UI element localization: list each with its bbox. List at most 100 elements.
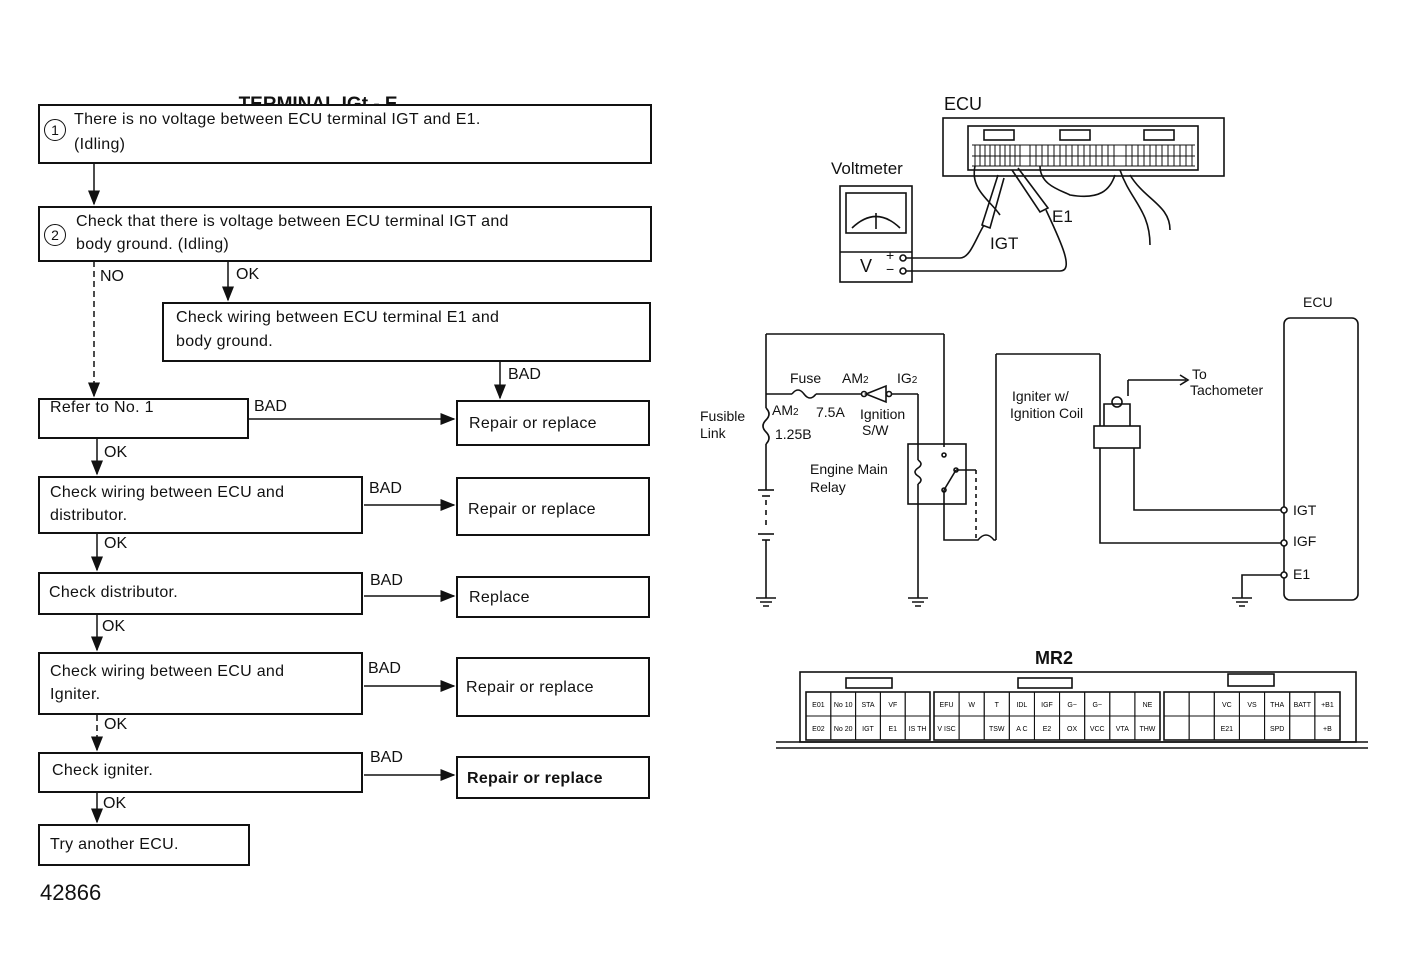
- connector-pin-label: TSW: [989, 726, 1005, 733]
- try-ecu-box: [38, 824, 250, 866]
- fusible-link-line1: Fusible: [700, 408, 746, 424]
- e1-lead: [906, 209, 1068, 272]
- connector-pin-label: IDL: [1016, 702, 1027, 709]
- connector-pin-label: E01: [812, 702, 825, 709]
- am2-label: AM2: [842, 370, 869, 386]
- connector-pin-cell: [1188, 715, 1215, 741]
- step-1-number-icon: 1: [44, 119, 66, 141]
- igt-lead: [906, 224, 985, 259]
- fuse-symbol: [791, 389, 817, 399]
- ok-label-refer: OK: [104, 444, 128, 461]
- replace-text: Replace: [469, 589, 530, 606]
- ok-label-step2: OK: [236, 266, 260, 283]
- voltmeter-minus: −: [886, 261, 895, 277]
- connector-pin-cell: [1289, 715, 1316, 741]
- bad-label-refer: BAD: [254, 398, 287, 415]
- bad-label-igniter-wiring: BAD: [368, 660, 401, 677]
- repair-box-4: [456, 756, 650, 799]
- ecu-connector-3: [1143, 129, 1175, 141]
- connector-pin-cell: [1238, 715, 1266, 741]
- connector-pin-label: STA: [861, 702, 874, 709]
- repair-text-3: Repair or replace: [466, 679, 594, 696]
- connector-pin-label: G−: [1092, 702, 1102, 709]
- ecu-top-label: ECU: [944, 94, 983, 114]
- check-dist-wiring-line2: distributor.: [50, 507, 128, 524]
- circuit-ecu-box: [1283, 317, 1359, 601]
- connector-pin-label: VCC: [1090, 726, 1105, 733]
- step-1-number: 1: [51, 122, 59, 138]
- step-1-line1: There is no voltage between ECU terminal…: [74, 111, 481, 128]
- check-dist-box: [38, 572, 363, 615]
- connector-pin-label: V ISC: [937, 726, 955, 733]
- connector-pin-label: T: [995, 702, 1000, 709]
- ecu-pin-e1: E1: [1293, 566, 1311, 582]
- connector-outline: [799, 671, 1357, 743]
- to-tach-arrow: [1179, 374, 1190, 386]
- connector-pin-label: A C: [1016, 726, 1027, 733]
- bad-label-dist: BAD: [370, 572, 403, 589]
- connector-title: MR2: [1035, 648, 1074, 668]
- ok-label-igniter-wiring: OK: [104, 716, 128, 733]
- bad-label-dist-wiring: BAD: [369, 480, 402, 497]
- voltmeter-body: [839, 185, 913, 283]
- connector-pin-cell: [1134, 715, 1161, 741]
- step-2-box: [38, 206, 652, 262]
- repair-text-1: Repair or replace: [469, 415, 597, 432]
- connector-pin-label: W: [968, 702, 975, 709]
- connector-pin-label: No 20: [834, 726, 853, 733]
- ecu-connector-1: [983, 129, 1015, 141]
- fuse-rating-label: 7.5A: [816, 404, 845, 420]
- igniter-line2: Ignition Coil: [1010, 405, 1084, 421]
- connector-pin-label: THW: [1139, 726, 1155, 733]
- bad-label-e1: BAD: [508, 366, 541, 383]
- replace-box: [456, 576, 650, 618]
- connector-pin-cell: [1109, 691, 1136, 717]
- repair-box-2: [456, 477, 650, 536]
- connector-pin-label: No 10: [834, 702, 853, 709]
- voltmeter-label: Voltmeter: [831, 159, 903, 178]
- step-2-number: 2: [51, 227, 59, 243]
- connector-pin-label: E2: [1043, 726, 1052, 733]
- ignition-sw-line2: S/W: [862, 422, 889, 438]
- connector-pin-label: G−: [1067, 702, 1077, 709]
- ignition-sw-line1: Ignition: [860, 406, 906, 422]
- circuit-ecu-label: ECU: [1303, 294, 1333, 310]
- connector-pin-label: BATT: [1294, 702, 1312, 709]
- ecu-connector-2: [1059, 129, 1091, 141]
- e1-probe-label: E1: [1052, 207, 1073, 226]
- connector-pin-label: VF: [888, 702, 897, 709]
- ground-symbol-1: [756, 597, 776, 607]
- ok-label-dist: OK: [102, 618, 126, 635]
- connector-pin-label: IGT: [862, 726, 874, 733]
- connector-pin-cell: [1314, 715, 1341, 741]
- check-igniter-wiring-box: [38, 652, 363, 715]
- to-tach-line1: To: [1192, 366, 1207, 382]
- repair-text-2: Repair or replace: [468, 501, 596, 518]
- repair-box-1: [456, 400, 650, 446]
- check-e1-line1: Check wiring between ECU terminal E1 and: [176, 309, 500, 326]
- check-dist-wiring-box: [38, 476, 363, 534]
- check-igniter-text: Check igniter.: [52, 762, 154, 779]
- check-igniter-wiring-line2: Igniter.: [50, 686, 101, 703]
- connector-pin-cell: [1188, 691, 1215, 717]
- check-igniter-wiring-line1: Check wiring between ECU and: [50, 663, 285, 680]
- connector-pin-label: SPD: [1270, 726, 1284, 733]
- connector-pin-label: VC: [1222, 702, 1232, 709]
- step-1-line2: (Idling): [74, 136, 126, 153]
- bad-label-igniter: BAD: [370, 749, 403, 766]
- relay-box: [907, 443, 967, 505]
- repair-text-4: Repair or replace: [467, 770, 603, 787]
- relay-line1: Engine Main: [810, 461, 888, 477]
- fusible-link-line2: Link: [700, 425, 726, 441]
- link-am2-label: AM2: [772, 402, 799, 418]
- connector-pin-label: E21: [1221, 726, 1234, 733]
- igniter-body: [1093, 425, 1141, 449]
- try-ecu-text: Try another ECU.: [50, 836, 179, 853]
- voltmeter-plus: +: [886, 247, 895, 263]
- repair-box-3: [456, 657, 650, 717]
- connector-pin-cell: [958, 715, 985, 741]
- step-2-number-icon: 2: [44, 224, 66, 246]
